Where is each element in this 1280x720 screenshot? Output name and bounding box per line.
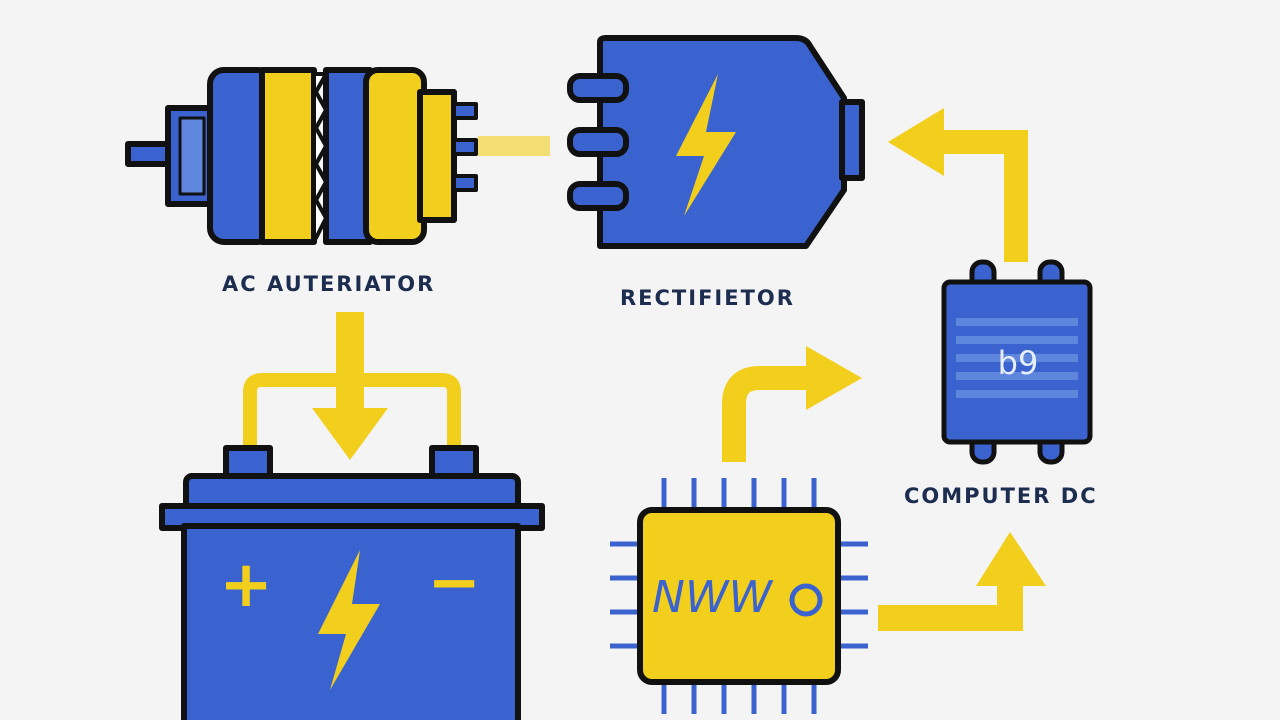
chip-icon bbox=[637, 507, 841, 685]
battery-lightning-icon bbox=[318, 550, 380, 690]
alternator-rectifier-connector bbox=[478, 136, 550, 156]
chip-text: NWW bbox=[652, 572, 773, 623]
chip-circle bbox=[789, 583, 823, 617]
computer-screen-text: b9 bbox=[998, 344, 1039, 382]
rectifier-label: RECTIFIETOR bbox=[620, 286, 795, 310]
down-arrow-icon bbox=[312, 312, 388, 460]
lightning-bolt-icon bbox=[676, 74, 736, 216]
computer-label: COMPUTER DC bbox=[904, 484, 1098, 508]
chip-pins bbox=[610, 478, 868, 714]
up-right-arrow-icon bbox=[722, 346, 862, 462]
battery-wire bbox=[243, 373, 461, 448]
alternator-label: AC AUTERIATOR bbox=[222, 272, 436, 296]
alternator-icon bbox=[125, 67, 478, 245]
battery-plus-symbol: + bbox=[219, 548, 273, 622]
right-up-arrow-icon bbox=[878, 532, 1046, 631]
battery-minus-symbol: − bbox=[427, 546, 481, 620]
up-left-arrow-icon bbox=[888, 108, 1028, 262]
computer-screen-pattern bbox=[956, 318, 1078, 398]
